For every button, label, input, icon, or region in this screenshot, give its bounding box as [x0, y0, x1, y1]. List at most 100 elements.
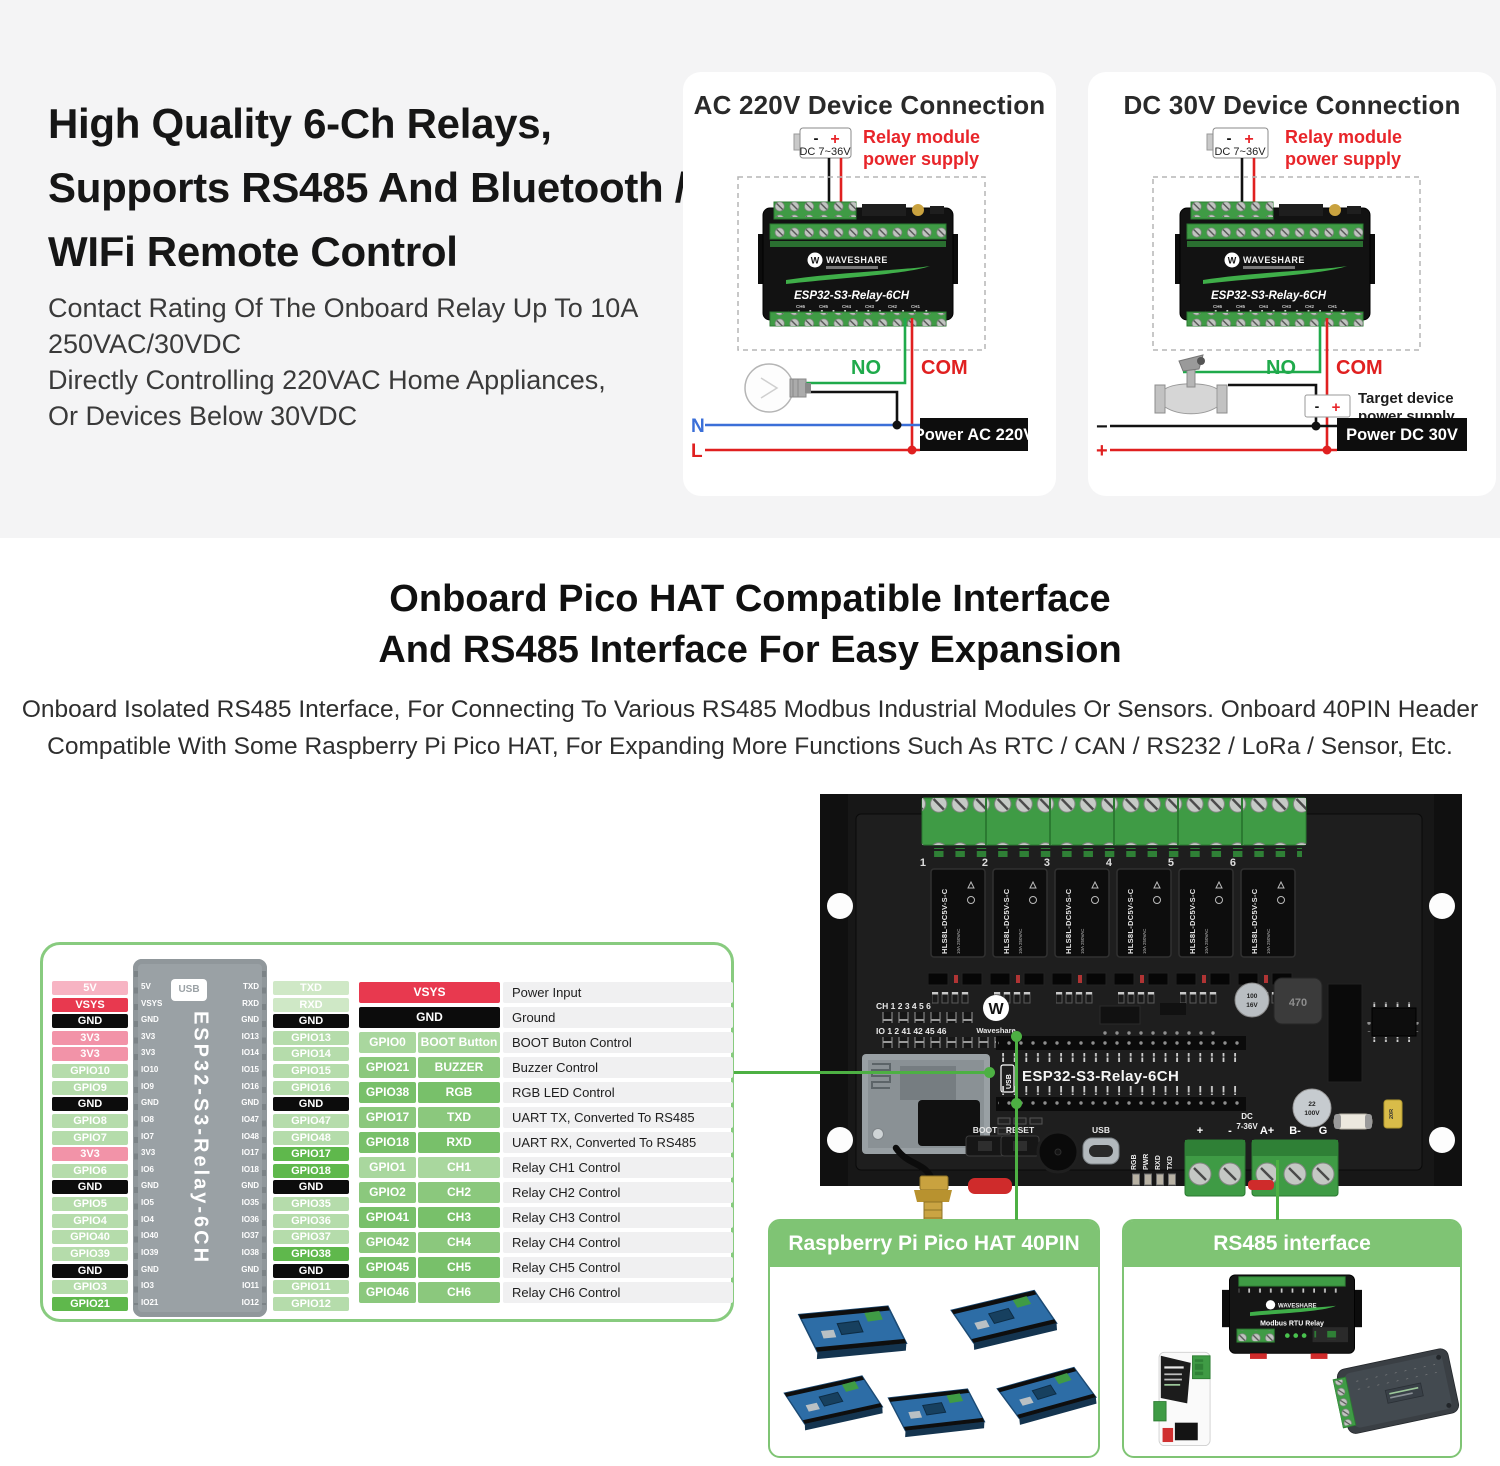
led-label: TXD [1167, 1156, 1174, 1170]
feature-heading-line2: Supports RS485 And Bluetooth / [48, 164, 687, 211]
pin-label: GND [273, 1263, 349, 1278]
chip-pin-name: 3V3 [141, 1148, 156, 1158]
chip-pin-name: TXD [243, 982, 259, 991]
table-desc-cell: BOOT Buton Control [503, 1032, 733, 1053]
device-wire [803, 390, 899, 425]
pin-label: GPIO48 [273, 1130, 349, 1145]
psu-caption-1: Relay module [1285, 127, 1402, 147]
l-label: L [691, 441, 703, 462]
table-func-cell: BOOT Button [418, 1032, 500, 1053]
psu-plus: + [1244, 131, 1253, 148]
cap1-voltage: 16V [1246, 1002, 1258, 1009]
pin-label: GND [52, 1097, 128, 1112]
pin-label: GPIO8 [52, 1113, 128, 1128]
pin-label: GPIO38 [273, 1246, 349, 1261]
pin-label: 3V3 [52, 1147, 128, 1162]
relay-number: 2 [982, 857, 988, 869]
pin-label: GND [273, 1097, 349, 1112]
rs485-pin-labels: A+B-G [1260, 1125, 1327, 1137]
chip-pin-name: IO7 [141, 1131, 154, 1141]
pin-label: GPIO11 [273, 1280, 349, 1295]
table-gpio-cell: GPIO18 [359, 1132, 416, 1153]
table-gpio-cell: GPIO17 [359, 1107, 416, 1128]
pin-label: GPIO39 [52, 1246, 128, 1261]
chip-pin-name: IO16 [241, 1081, 259, 1091]
pin-label: GPIO40 [52, 1230, 128, 1245]
connector-dot-header-upper [1011, 1031, 1022, 1042]
mounting-hole [827, 893, 853, 919]
chip-pin-name: GND [241, 1264, 259, 1274]
io-silk-row: IO 1 2 41 42 45 46 [876, 1026, 947, 1036]
led-label: RGB [1131, 1154, 1138, 1170]
feature-heading-line1: High Quality 6-Ch Relays, [48, 100, 552, 147]
table-desc-cell: Ground [503, 1007, 733, 1028]
led-label: RXD [1155, 1155, 1162, 1170]
chip-pin-name: IO47 [241, 1114, 259, 1124]
ac-connection-card: AC 220V Device Connection - + DC 7~36V R… [683, 72, 1056, 496]
table-desc-cell: Relay CH2 Control [503, 1182, 733, 1203]
chip-pin-name: IO36 [241, 1214, 259, 1224]
pin-label: GPIO15 [273, 1064, 349, 1079]
feature-body-line4: Or Devices Below 30VDC [48, 401, 358, 431]
pin-label: GPIO21 [52, 1296, 128, 1311]
ptc-value: 20R [1389, 1109, 1395, 1119]
led-label: PWR [1143, 1154, 1150, 1170]
pin-label: GPIO9 [52, 1080, 128, 1095]
usb-silk-label: USB [1006, 1074, 1013, 1089]
chip-pin-name: GND [141, 1098, 159, 1108]
junction-dot-plus [1322, 445, 1332, 455]
chip-pin-name: IO11 [242, 1281, 259, 1291]
pin-label: RXD [273, 997, 349, 1012]
pico-hat-callout: Raspberry Pi Pico HAT 40PIN Header [768, 1219, 1100, 1458]
connector-dot-header-lower [1011, 1098, 1022, 1109]
chip-pin-name: IO3 [141, 1281, 154, 1291]
table-func-cell: RXD [418, 1132, 500, 1153]
solenoid-valve-icon [1154, 354, 1228, 415]
pin-label: GND [52, 1180, 128, 1195]
power-ac-box [920, 418, 1028, 451]
dc-connection-card: DC 30V Device Connection - + DC 7~36V Re… [1088, 72, 1496, 496]
psu-caption-2: power supply [863, 149, 979, 169]
connector-line-pinout [734, 1071, 990, 1074]
chip-pin-name: IO39 [141, 1247, 159, 1257]
table-func-cell: CH1 [418, 1157, 500, 1178]
pin-label: GPIO36 [273, 1213, 349, 1228]
section-paragraph: Onboard Isolated RS485 Interface, For Co… [15, 691, 1485, 765]
pin-label: 3V3 [52, 1030, 128, 1045]
status-led [1144, 1173, 1152, 1186]
board-brand: Waveshare [976, 1026, 1015, 1035]
table-gpio-cell: GPIO0 [359, 1032, 416, 1053]
power-dc-label: Power DC 30V [1346, 426, 1458, 444]
chip-pin-name: IO4 [141, 1214, 154, 1224]
pin-label: GPIO4 [52, 1213, 128, 1228]
table-func-cell: TXD [418, 1107, 500, 1128]
feature-body-line1: Contact Rating Of The Onboard Relay Up T… [48, 293, 639, 323]
mounting-hole [1429, 1127, 1455, 1153]
dc-wiring-diagram: - + DC 7~36V Relay module power supply N… [1096, 127, 1467, 462]
pin-label: GPIO13 [273, 1030, 349, 1045]
chip-pin-name: IO12 [241, 1297, 259, 1307]
chip-pin-name: IO21 [141, 1297, 159, 1307]
table-gpio-cell: GPIO38 [359, 1082, 416, 1103]
feature-body: Contact Rating Of The Onboard Relay Up T… [48, 290, 688, 434]
dc-input-label-1: DC [1241, 1112, 1253, 1121]
table-func-cell: RGB [418, 1082, 500, 1103]
module-dashed-frame [1152, 176, 1421, 351]
pin-label: GPIO5 [52, 1197, 128, 1212]
pin-label: GPIO18 [273, 1163, 349, 1178]
psu-caption-1: Relay module [863, 127, 980, 147]
device-wire [1228, 383, 1318, 426]
pin-label: GND [52, 1263, 128, 1278]
table-func-cell: CH5 [418, 1257, 500, 1278]
feature-heading-line3: WIFi Remote Control [48, 228, 458, 275]
chip-pin-name: GND [141, 1181, 159, 1191]
waveshare-logo-icon [983, 995, 1009, 1021]
rs485-pin-label: A+ [1260, 1125, 1274, 1137]
chip-pin-name: IO5 [141, 1198, 154, 1208]
chip-pin-name: IO17 [241, 1148, 259, 1158]
capacitor-22uf [1292, 1088, 1332, 1128]
cap1-value: 100 [1247, 993, 1258, 1000]
